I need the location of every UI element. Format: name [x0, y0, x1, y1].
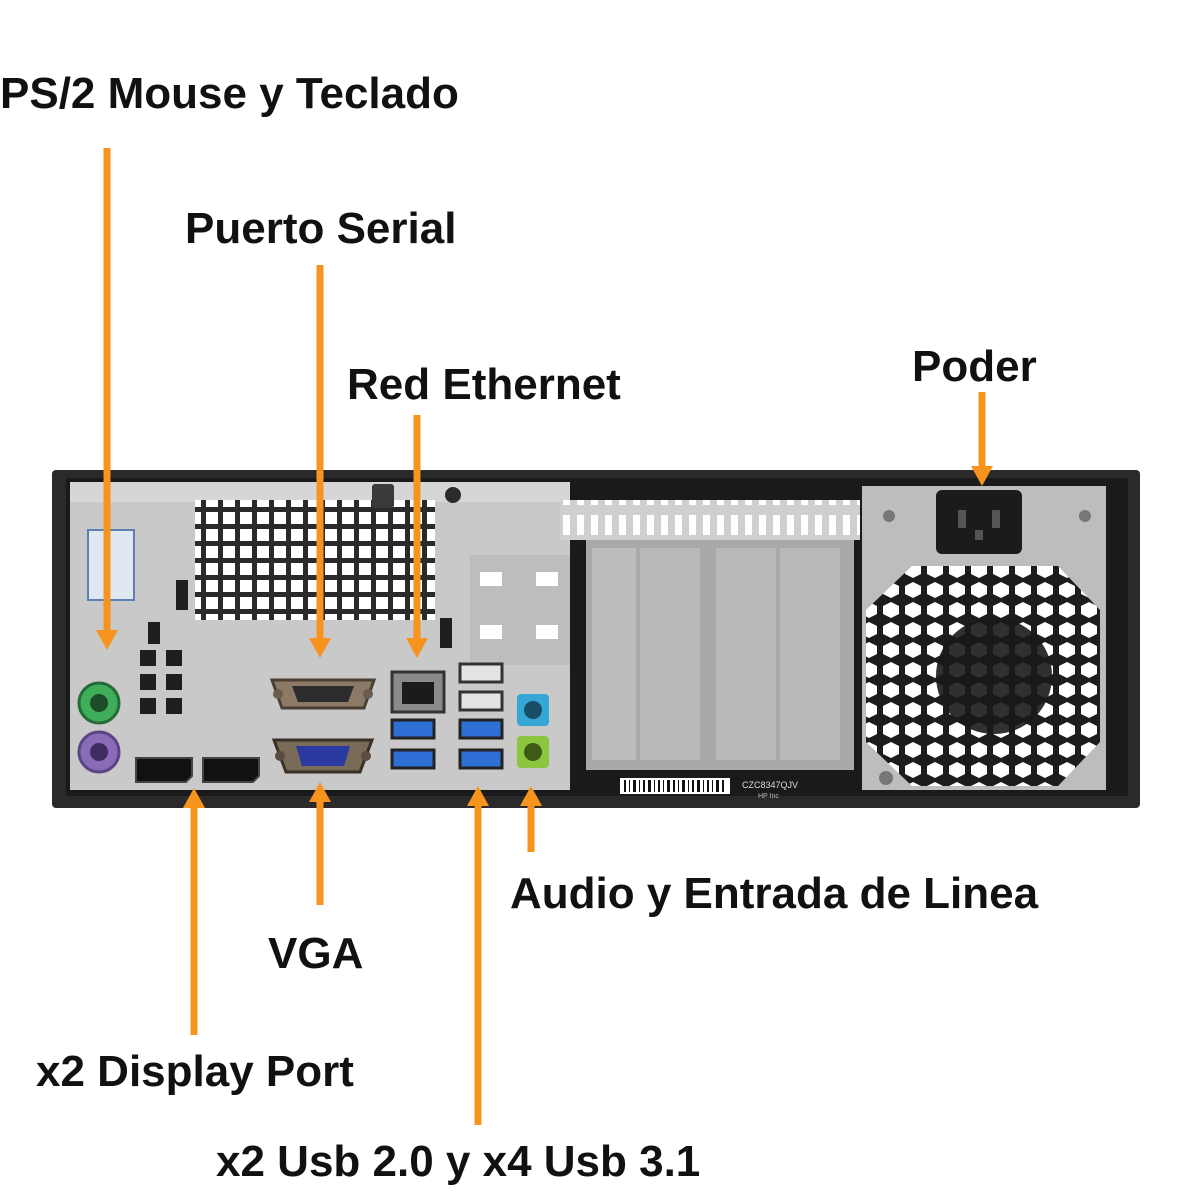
usb-ports [390, 662, 504, 770]
displayport-2 [202, 757, 260, 783]
label-vga: VGA [268, 929, 364, 978]
line-out-jack [524, 743, 542, 761]
screw-hole [445, 487, 461, 503]
serial-port [269, 678, 377, 710]
cutouts [140, 580, 452, 714]
serial-number-text: CZC8347QJV [742, 780, 798, 790]
power-connector [936, 490, 1022, 554]
displayport-1 [135, 757, 193, 783]
label-serial: Puerto Serial [185, 204, 457, 253]
audio-jacks [517, 694, 549, 768]
usb3-port-4 [458, 748, 504, 770]
usb2-port-2 [458, 690, 504, 712]
vga-port [271, 738, 375, 774]
lock-slot [372, 484, 394, 508]
label-ps2: PS/2 Mouse y Teclado [0, 69, 459, 118]
label-power: Poder [912, 342, 1037, 391]
label-ethernet: Red Ethernet [347, 360, 621, 409]
power-supply [862, 486, 1106, 790]
usb2-port-1 [458, 662, 504, 684]
pointer-arrows [96, 148, 993, 1125]
ethernet-port [390, 670, 446, 714]
usb3-port-3 [458, 718, 504, 740]
displayport-connectors [135, 757, 260, 783]
usb3-port-1 [390, 718, 436, 740]
windows-sticker [87, 529, 135, 601]
label-displayport: x2 Display Port [36, 1047, 354, 1096]
label-audio: Audio y Entrada de Linea [510, 869, 1039, 918]
serial-barcode: CZC8347QJV HP Inc [620, 778, 798, 800]
label-usb: x2 Usb 2.0 y x4 Usb 3.1 [216, 1137, 701, 1186]
usb3-port-2 [390, 748, 436, 770]
maker-text: HP Inc [758, 793, 779, 800]
ventilation-grid [195, 500, 435, 620]
line-in-jack [524, 701, 542, 719]
ps2-ports [77, 681, 121, 774]
expansion-slots [560, 500, 860, 770]
